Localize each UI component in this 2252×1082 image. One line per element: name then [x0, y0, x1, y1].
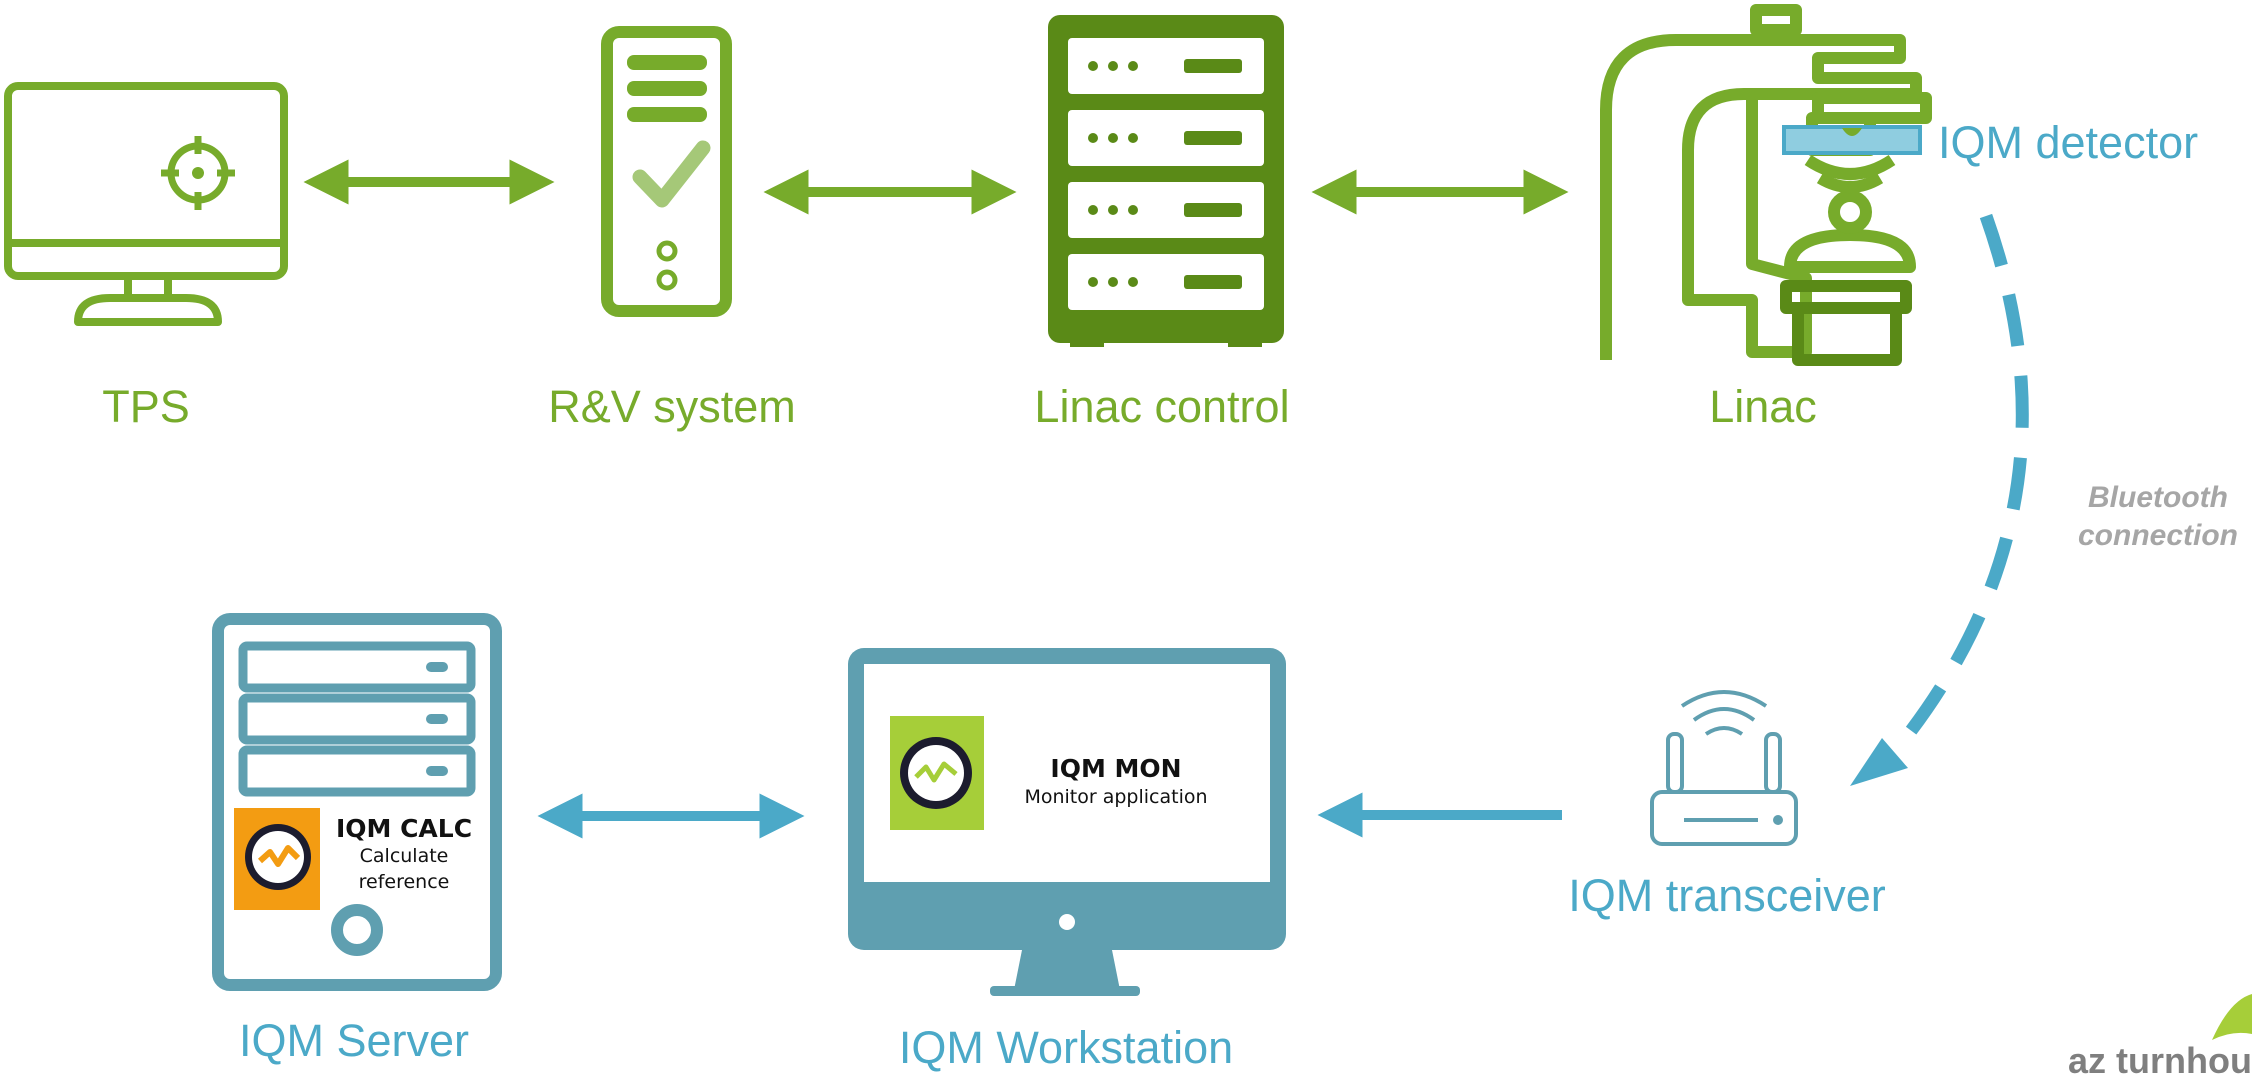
iqm-mon-title: IQM MON — [1050, 754, 1182, 783]
rack-slot-bar — [1184, 59, 1242, 73]
rack-slot-led — [1108, 133, 1118, 143]
iqm-calc-line1: Calculate — [359, 845, 449, 867]
bluetooth-label: Bluetooth connection — [2078, 479, 2238, 555]
rack-slot-led — [1128, 61, 1138, 71]
bluetooth-label-line1: Bluetooth — [2088, 481, 2228, 514]
detector-beam-mark — [1842, 128, 1862, 136]
linac-icon — [1600, 4, 1932, 366]
rack-slot — [1068, 254, 1264, 310]
rv-system-label: R&V system — [548, 381, 796, 432]
iqm-detector-label: IQM detector — [1938, 117, 2199, 168]
app-logo-icon — [890, 716, 984, 830]
rack-slot-led — [1128, 205, 1138, 215]
tps-label: TPS — [102, 381, 190, 432]
rack-slot-led — [1108, 61, 1118, 71]
router-wifi-icon — [1650, 690, 1798, 846]
server-check-icon — [601, 26, 732, 317]
rack-slot — [1068, 110, 1264, 166]
linac-control-label: Linac control — [1034, 381, 1290, 432]
rack-slot-bar — [1184, 131, 1242, 145]
app-logo-icon — [234, 808, 320, 910]
rack-server-icon — [1048, 15, 1284, 347]
hospital-logo-text: az turnhou — [2068, 1040, 2252, 1081]
logo-leaf-icon — [2212, 994, 2252, 1040]
rack-slot-bar — [1184, 275, 1242, 289]
iqm-workstation-label: IQM Workstation — [898, 1022, 1234, 1073]
rack-slot-led — [1108, 277, 1118, 287]
monitor-crosshair-icon — [4, 82, 288, 326]
linac-label: Linac — [1709, 381, 1817, 432]
rack-slot-led — [1128, 277, 1138, 287]
rack-slot-bar — [1184, 203, 1242, 217]
rack-slot-led — [1088, 61, 1098, 71]
bluetooth-arrow-head — [1850, 738, 1908, 786]
rack-slot — [1068, 38, 1264, 94]
rack-slot-led — [1128, 133, 1138, 143]
iqm-transceiver-label: IQM transceiver — [1568, 870, 1886, 921]
bluetooth-dashed-path — [1890, 213, 2029, 755]
rack-slot-led — [1088, 133, 1098, 143]
iqm-calc-line2: reference — [358, 871, 450, 893]
iqm-server-label: IQM Server — [238, 1015, 470, 1066]
iqm-mon-subtitle: Monitor application — [1024, 786, 1208, 808]
rack-slot — [1068, 182, 1264, 238]
rack-slot-led — [1088, 205, 1098, 215]
bluetooth-label-line2: connection — [2078, 519, 2239, 552]
rack-slot-led — [1108, 205, 1118, 215]
rack-slot-led — [1088, 277, 1098, 287]
tower-server-icon — [212, 613, 502, 991]
iqm-calc-title: IQM CALC — [335, 814, 473, 843]
